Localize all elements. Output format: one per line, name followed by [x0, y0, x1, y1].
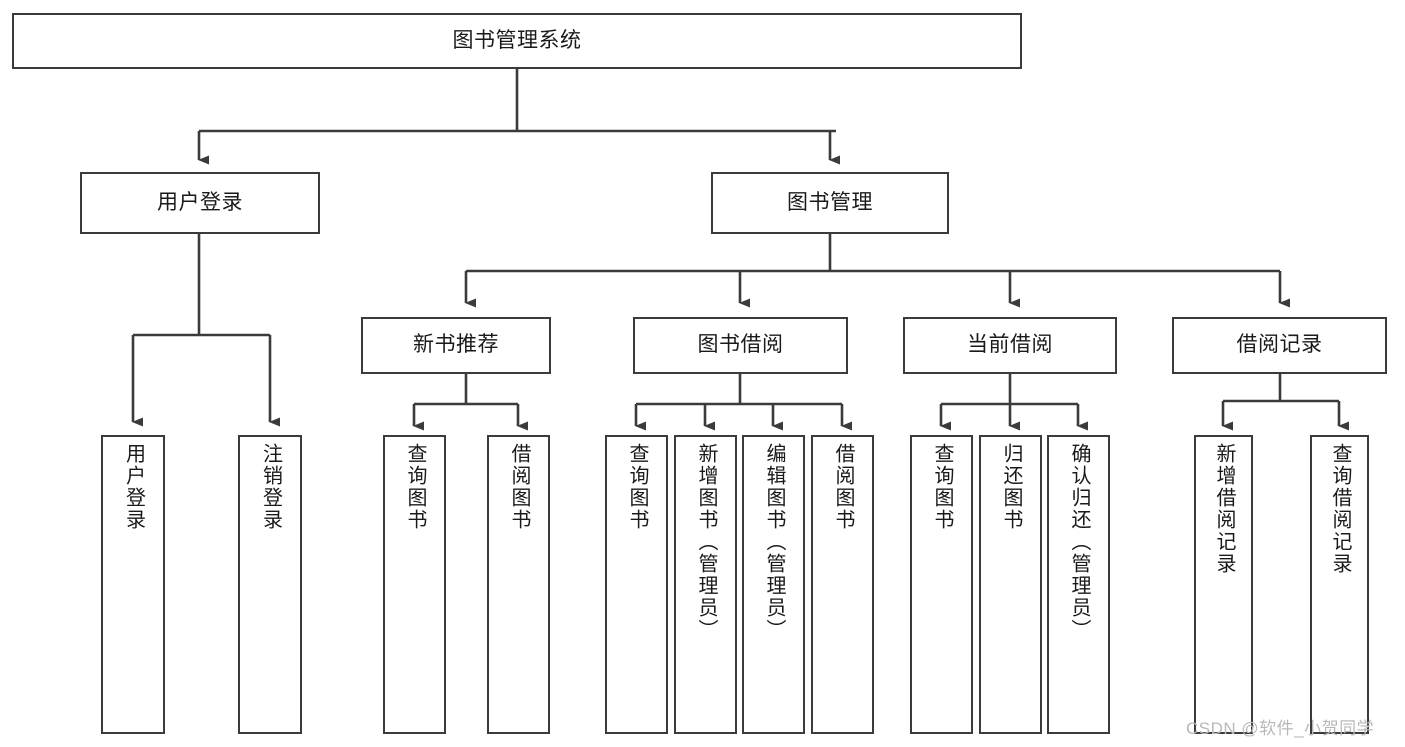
node-leaf-query-book-1[interactable]: 查询图书: [383, 435, 446, 734]
node-leaf-add-book-label: 新增图书（管理员）: [695, 443, 717, 641]
node-root[interactable]: 图书管理系统: [12, 13, 1022, 69]
node-leaf-logout[interactable]: 注销登录: [238, 435, 302, 734]
node-leaf-user-login[interactable]: 用户登录: [101, 435, 165, 734]
node-leaf-edit-book[interactable]: 编辑图书（管理员）: [742, 435, 805, 734]
node-root-label: 图书管理系统: [452, 28, 582, 52]
node-book-management-label: 图书管理: [787, 190, 873, 214]
node-leaf-return-book-label: 归还图书: [1000, 443, 1022, 531]
node-leaf-confirm-return[interactable]: 确认归还（管理员）: [1047, 435, 1110, 734]
node-new-book-recommend-label: 新书推荐: [413, 333, 499, 357]
node-leaf-return-book[interactable]: 归还图书: [979, 435, 1042, 734]
node-borrow-record[interactable]: 借阅记录: [1172, 317, 1387, 374]
node-leaf-query-record[interactable]: 查询借阅记录: [1310, 435, 1369, 734]
node-leaf-query-book-2[interactable]: 查询图书: [605, 435, 668, 734]
node-leaf-query-book-3-label: 查询图书: [931, 443, 953, 531]
node-leaf-query-book-1-label: 查询图书: [404, 443, 426, 531]
node-book-management[interactable]: 图书管理: [711, 172, 949, 234]
node-leaf-add-record-label: 新增借阅记录: [1213, 443, 1235, 575]
node-new-book-recommend[interactable]: 新书推荐: [361, 317, 551, 374]
node-leaf-add-book[interactable]: 新增图书（管理员）: [674, 435, 737, 734]
node-current-borrow-label: 当前借阅: [967, 333, 1053, 357]
node-leaf-query-record-label: 查询借阅记录: [1329, 443, 1351, 575]
node-borrow-record-label: 借阅记录: [1236, 333, 1323, 357]
node-book-borrow[interactable]: 图书借阅: [633, 317, 848, 374]
node-leaf-edit-book-label: 编辑图书（管理员）: [763, 443, 785, 641]
node-leaf-query-book-2-label: 查询图书: [626, 443, 648, 531]
node-leaf-add-record[interactable]: 新增借阅记录: [1194, 435, 1253, 734]
node-leaf-borrow-book-2-label: 借阅图书: [832, 443, 854, 531]
node-book-borrow-label: 图书借阅: [697, 333, 784, 357]
node-leaf-borrow-book-1-label: 借阅图书: [508, 443, 530, 531]
watermark: CSDN @软件_小贺同学: [1186, 719, 1375, 738]
node-leaf-borrow-book-1[interactable]: 借阅图书: [487, 435, 550, 734]
node-leaf-query-book-3[interactable]: 查询图书: [910, 435, 973, 734]
node-user-login[interactable]: 用户登录: [80, 172, 320, 234]
node-leaf-user-login-label: 用户登录: [122, 443, 145, 531]
node-user-login-label: 用户登录: [157, 190, 243, 214]
node-current-borrow[interactable]: 当前借阅: [903, 317, 1117, 374]
node-leaf-logout-label: 注销登录: [259, 443, 282, 531]
node-leaf-confirm-return-label: 确认归还（管理员）: [1068, 443, 1090, 641]
node-leaf-borrow-book-2[interactable]: 借阅图书: [811, 435, 874, 734]
